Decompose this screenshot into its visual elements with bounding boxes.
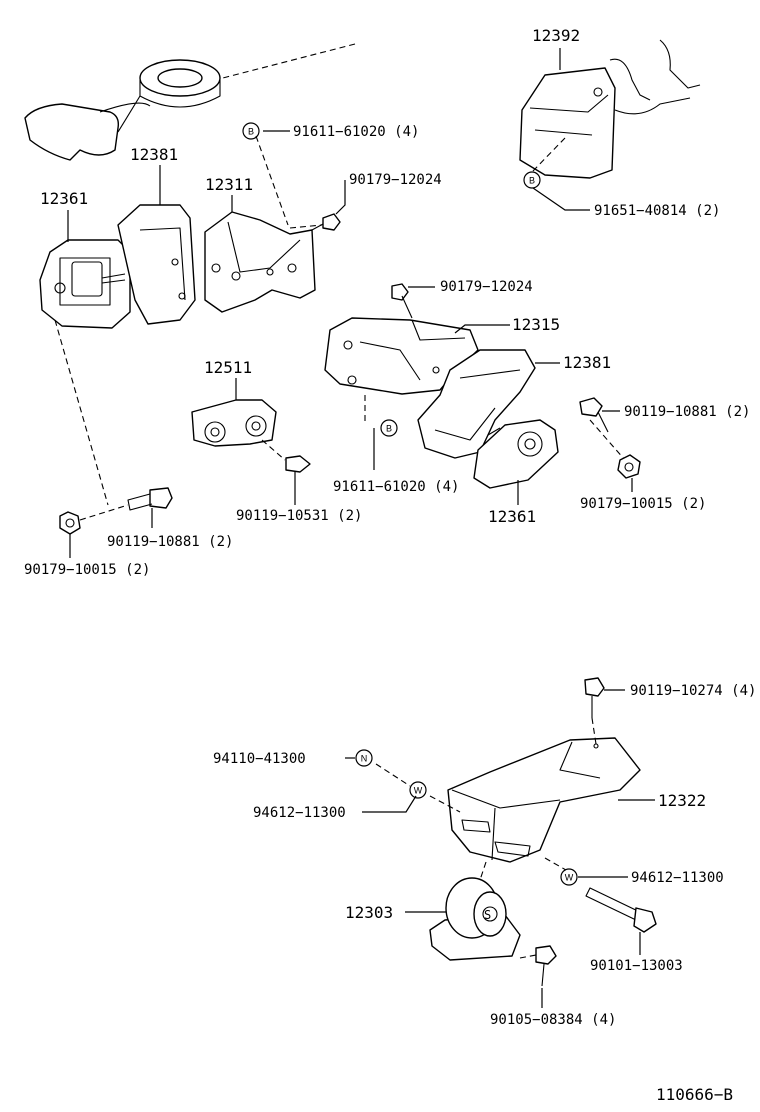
- label-90119-10274: 90119−10274 (4): [630, 683, 756, 699]
- marker-w-left: W: [409, 781, 427, 799]
- label-91651-40814: 91651−40814 (2): [594, 203, 720, 219]
- marker-b-12392: B: [523, 171, 541, 189]
- label-12315: 12315: [512, 315, 560, 334]
- marker-b-top: B: [242, 122, 260, 140]
- label-12381-mid: 12381: [563, 353, 611, 372]
- engine-mount-bracket-12311: [204, 211, 316, 313]
- label-90179-12024-mid: 90179−12024: [440, 279, 533, 295]
- marker-w-right: W: [560, 868, 578, 886]
- engine-mount-bracket-12381-top: [117, 204, 196, 325]
- label-90119-10881-left: 90119−10881 (2): [107, 534, 233, 550]
- label-12303: 12303: [345, 903, 393, 922]
- label-91611-61020-top: 91611−61020 (4): [293, 124, 419, 140]
- label-12361-top: 12361: [40, 189, 88, 208]
- marker-b-mid: B: [380, 419, 398, 437]
- bolt-90119-10881-right: [579, 397, 609, 433]
- label-91611-61020-mid: 91611−61020 (4): [333, 479, 459, 495]
- label-12392: 12392: [532, 26, 580, 45]
- svg-text:W: W: [565, 873, 574, 883]
- label-12381-top: 12381: [130, 145, 178, 164]
- engine-mount-insulator-12303: S: [429, 877, 521, 961]
- engine-mount-insulator-12361-mid: [473, 419, 559, 489]
- svg-text:B: B: [529, 176, 535, 186]
- label-90179-10015-right: 90179−10015 (2): [580, 496, 706, 512]
- bolt-90119-10531: [285, 455, 311, 473]
- label-94612-11300-right: 94612−11300: [631, 870, 724, 886]
- svg-text:W: W: [414, 786, 423, 796]
- label-90119-10881-right: 90119−10881 (2): [624, 404, 750, 420]
- engine-frame-outline: [24, 43, 356, 161]
- nut-90179-10015-left: [59, 511, 81, 535]
- diagram-id: 110666−B: [656, 1085, 733, 1104]
- svg-text:B: B: [386, 424, 392, 434]
- engine-mount-insulator-12361-top: [39, 239, 131, 329]
- label-90179-10015-left: 90179−10015 (2): [24, 562, 150, 578]
- mount-cover-12392: [519, 39, 701, 179]
- svg-text:B: B: [248, 127, 254, 137]
- label-94612-11300-left: 94612−11300: [253, 805, 346, 821]
- engine-mount-bracket-12381-mid: [417, 349, 536, 459]
- bolt-90105-08384: [535, 945, 557, 987]
- mount-bracket-12322: [447, 737, 641, 863]
- label-12511: 12511: [204, 358, 252, 377]
- nut-90179-10015-right: [617, 454, 641, 479]
- label-90101-13003: 90101−13003: [590, 958, 683, 974]
- svg-text:N: N: [361, 754, 368, 764]
- label-12311: 12311: [205, 175, 253, 194]
- label-94110-41300: 94110−41300: [213, 751, 306, 767]
- svg-text:S: S: [484, 908, 491, 922]
- bolt-90179-12024-mid: [391, 283, 413, 319]
- label-90119-10531: 90119−10531 (2): [236, 508, 362, 524]
- label-90179-12024-top: 90179−12024: [349, 172, 442, 188]
- label-12322: 12322: [658, 791, 706, 810]
- torque-rod-12511: [191, 399, 277, 447]
- bolt-90179-12024-top: [311, 213, 341, 231]
- bolt-90101-13003: [585, 887, 657, 933]
- label-90105-08384: 90105−08384 (4): [490, 1012, 616, 1028]
- label-12361-mid: 12361: [488, 507, 536, 526]
- bolt-90119-10274: [584, 677, 605, 718]
- marker-n: N: [355, 749, 373, 767]
- bolt-90119-10881-left: [127, 487, 173, 511]
